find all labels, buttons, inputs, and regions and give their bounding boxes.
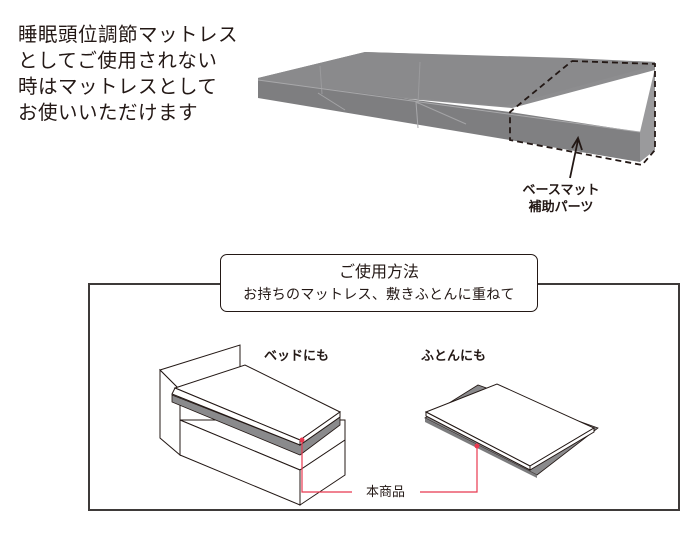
product-label: 本商品 — [362, 481, 410, 500]
usage-subtitle: お持ちのマットレス、敷きふとんに重ねて — [243, 287, 515, 303]
intro-line: お使いいただけます — [18, 101, 199, 124]
base-mat-callout: ベースマット 補助パーツ — [516, 182, 606, 216]
callout-line2: 補助パーツ — [528, 200, 594, 215]
intro-line: 時はマットレスとして — [18, 75, 218, 98]
intro-line: 睡眠頭位調節マットレス — [18, 23, 239, 46]
futon-example-label: ふとんにも — [421, 349, 487, 364]
bed-example-label: ベッドにも — [264, 349, 330, 364]
intro-line: としてご使用されない — [18, 49, 218, 72]
intro-text: 睡眠頭位調節マットレス としてご使用されない 時はマットレスとして お使いいただ… — [18, 22, 238, 126]
usage-title: ご使用方法 — [338, 262, 419, 281]
callout-line1: ベースマット — [522, 183, 600, 198]
usage-header-box: ご使用方法 お持ちのマットレス、敷きふとんに重ねて — [220, 254, 538, 312]
